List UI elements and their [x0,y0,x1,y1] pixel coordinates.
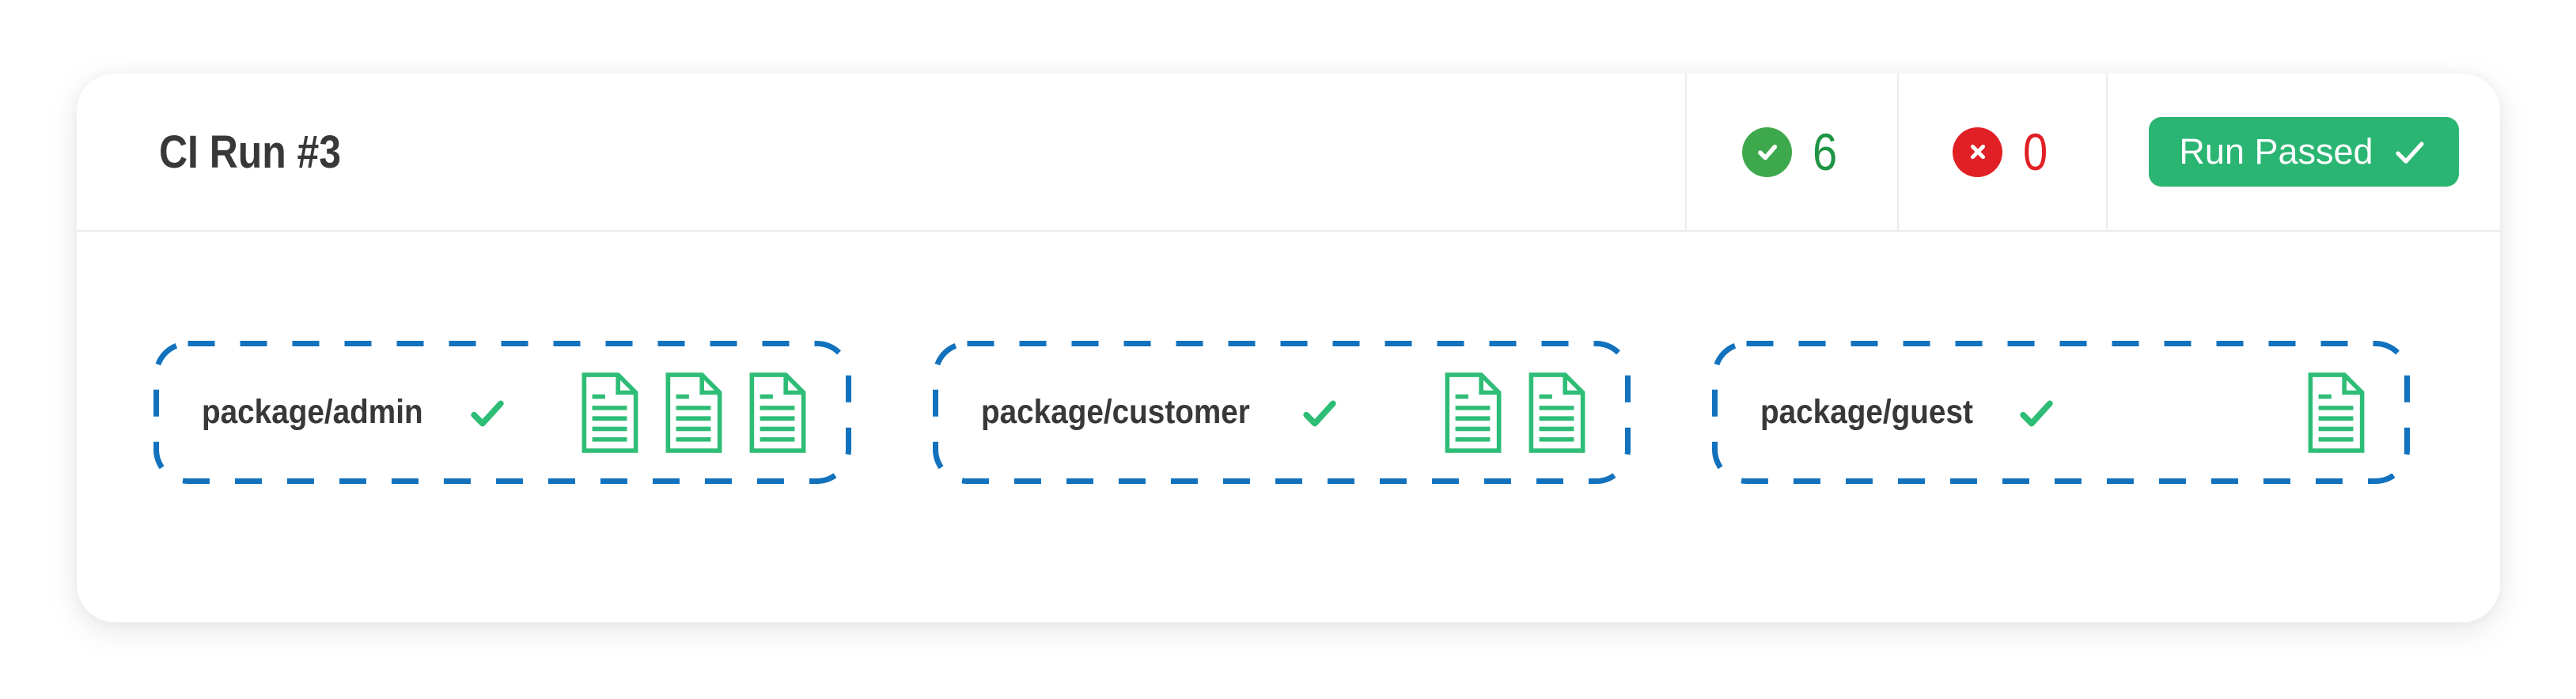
ci-run-card: CI Run #3 6 0 Run Passed [77,74,2500,622]
document-icon[interactable] [2305,372,2368,453]
package-box[interactable]: package/admin [153,340,852,485]
run-passed-button[interactable]: Run Passed [2149,117,2459,187]
package-box[interactable]: package/customer [932,340,1631,485]
package-label-group: package/guest [1760,391,2060,434]
package-name: package/admin [202,393,423,431]
package-name: package/customer [981,393,1250,431]
package-docs [1441,372,1589,453]
document-icon[interactable] [662,372,725,453]
check-icon [1302,399,1336,426]
document-icon[interactable] [1441,372,1505,453]
package-docs [578,372,809,453]
document-icon[interactable] [746,372,809,453]
document-icon[interactable] [1525,372,1589,453]
package-box[interactable]: package/guest [1711,340,2411,485]
title-section: CI Run #3 [77,74,1685,230]
check-icon [2395,142,2424,164]
passed-count: 6 [1813,123,1838,181]
package-label-group: package/customer [981,391,1343,434]
package-name: package/guest [1760,393,1973,431]
document-icon[interactable] [578,372,642,453]
passed-count-section: 6 [1685,74,1897,230]
page-title: CI Run #3 [159,126,342,178]
check-icon [470,399,504,426]
failed-count: 0 [2023,123,2048,181]
package-label-group: package/admin [202,391,511,434]
run-status-section: Run Passed [2106,74,2500,230]
packages-row: package/admin package/ [153,340,2500,485]
package-docs [2305,372,2368,453]
check-icon [2020,399,2053,426]
x-circle-icon [1953,127,2003,177]
check-circle-icon [1742,127,1793,177]
card-header: CI Run #3 6 0 Run Passed [77,74,2500,232]
failed-count-section: 0 [1897,74,2106,230]
run-passed-label: Run Passed [2179,131,2373,172]
